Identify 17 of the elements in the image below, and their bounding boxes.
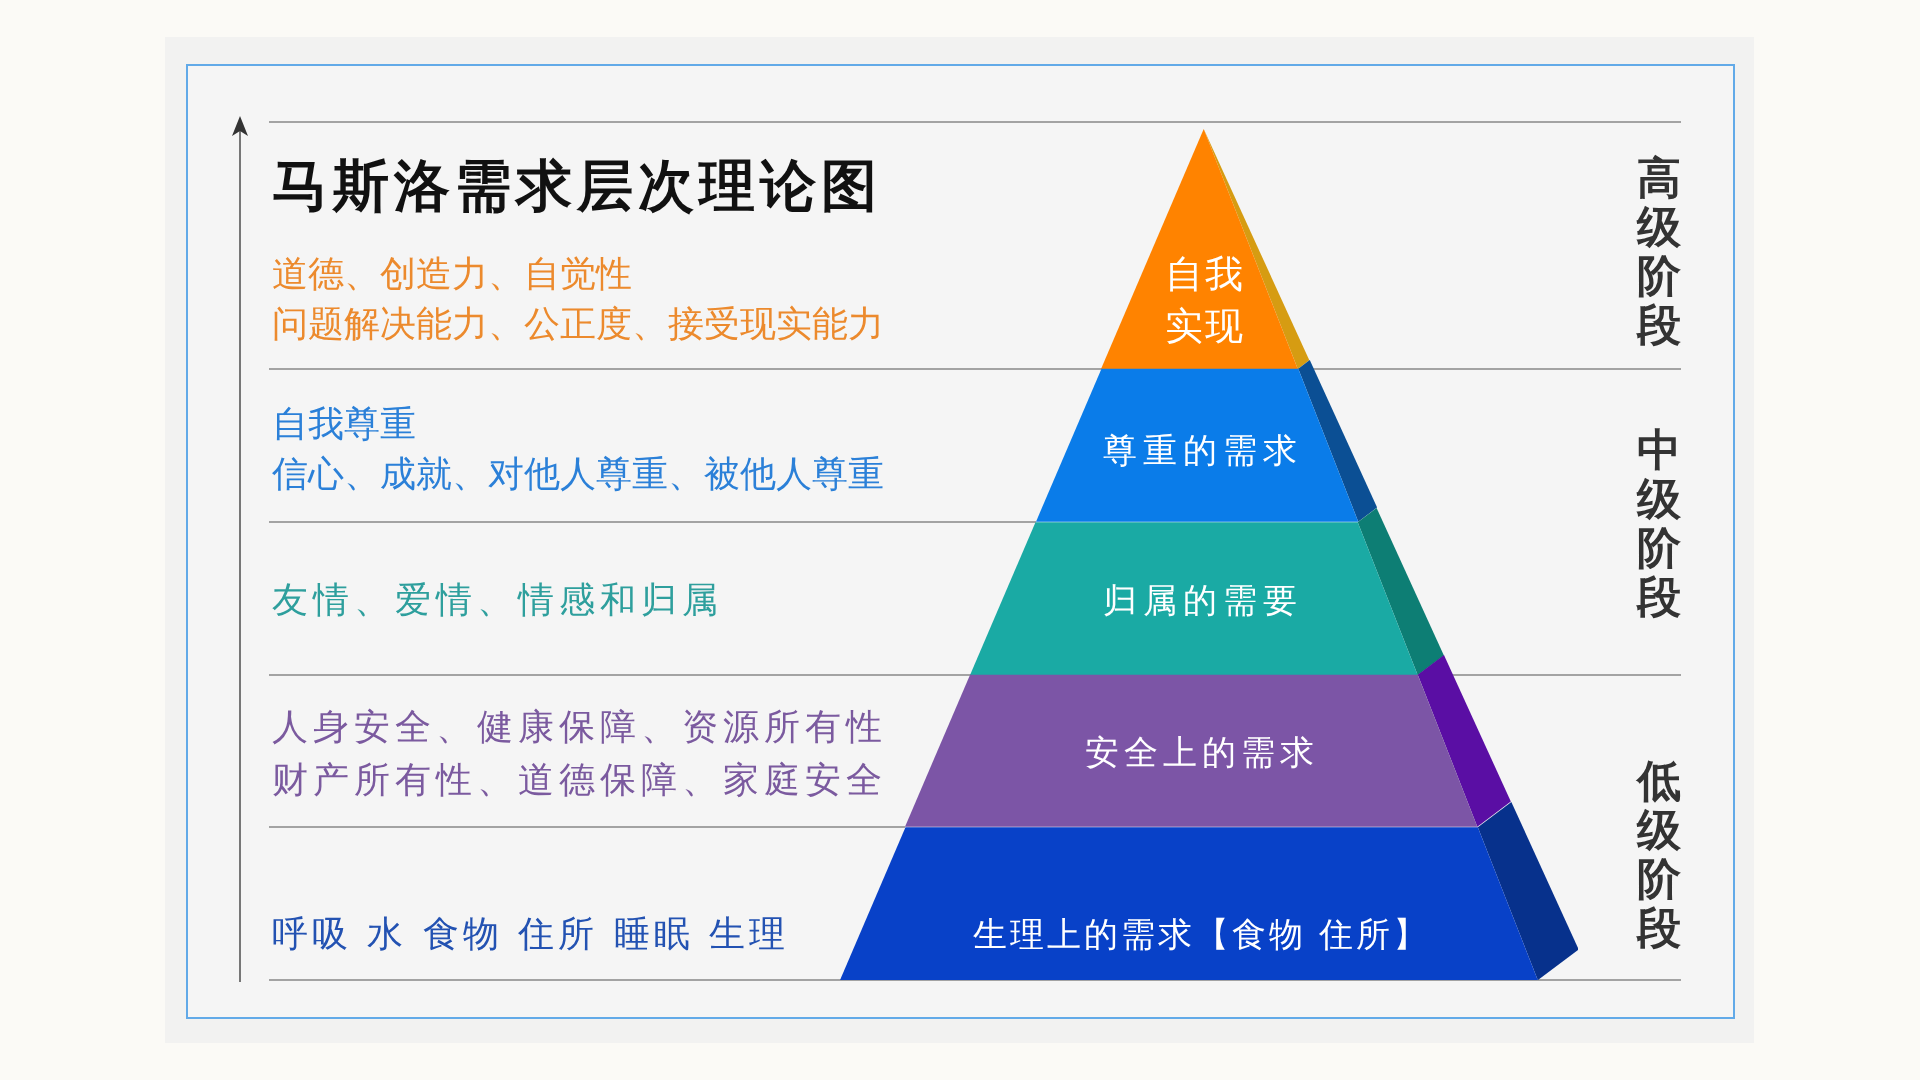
layer-label: 生理上的需求【食物 住所】: [971, 913, 1431, 956]
description-text: 友情、爱情、情感和归属: [272, 578, 723, 622]
description-text: 自我尊重: [272, 402, 416, 446]
description-text: 财产所有性、道德保障、家庭安全: [272, 758, 887, 802]
layer-label: 自我实现: [1164, 251, 1246, 350]
description-text: 问题解决能力、公正度、接受现实能力: [272, 302, 884, 346]
title: 马斯洛需求层次理论图: [272, 152, 882, 220]
description-text: 道德、创造力、自觉性: [272, 252, 632, 296]
stage-label: 低级阶段: [1636, 756, 1682, 952]
description-text: 人身安全、健康保障、资源所有性: [272, 705, 887, 749]
stage-label: 高级阶段: [1636, 153, 1682, 349]
layer-label: 安全上的需求: [1084, 731, 1320, 774]
description-text: 呼吸 水 食物 住所 睡眠 生理: [272, 912, 790, 956]
description-text: 信心、成就、对他人尊重、被他人尊重: [272, 452, 884, 496]
layer-label: 尊重的需求: [1102, 429, 1303, 472]
stage-label: 中级阶段: [1636, 425, 1682, 621]
layer-label: 归属的需要: [1102, 579, 1303, 622]
